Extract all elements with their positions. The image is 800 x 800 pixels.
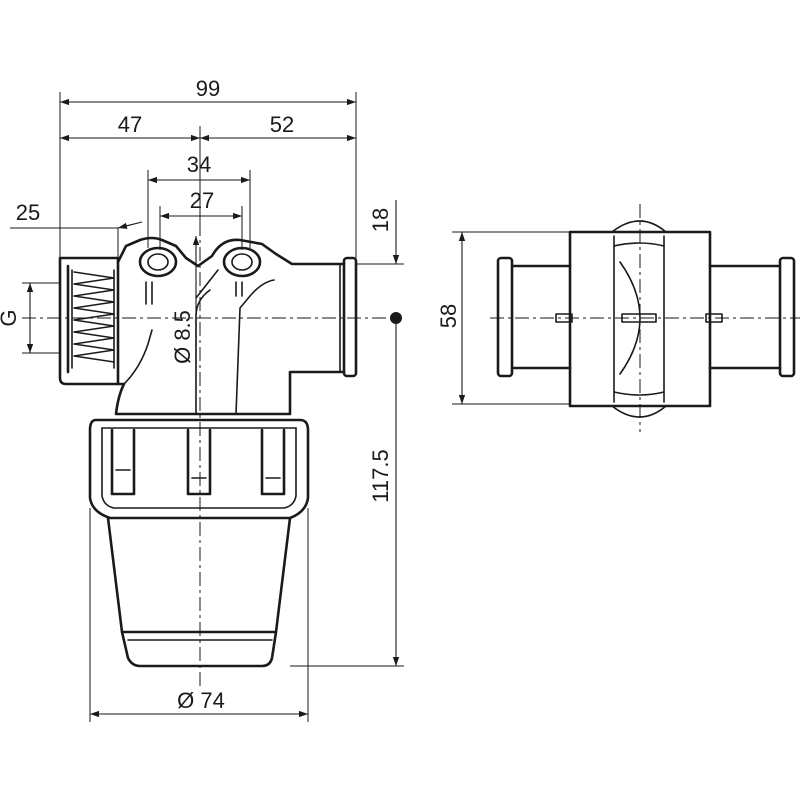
side-view xyxy=(452,204,800,432)
dim-left-width: 47 xyxy=(118,112,142,137)
dim-right-width: 52 xyxy=(270,112,294,137)
dim-overall-width: 99 xyxy=(196,76,220,101)
outlet-center-dot xyxy=(390,312,402,324)
dimensions: 99 47 52 34 27 25 G Ø 8.5 18 117.5 Ø 74 xyxy=(0,76,466,722)
dim-inner-spacing: 27 xyxy=(190,188,214,213)
dim-outer-spacing: 34 xyxy=(187,152,211,177)
dim-total-height: 117.5 xyxy=(368,449,393,502)
dim-side-height: 58 xyxy=(436,304,461,328)
bowl-ring xyxy=(88,418,310,520)
dim-port-offset: 25 xyxy=(16,200,40,225)
dim-top-height: 18 xyxy=(368,208,393,232)
filter-head-body xyxy=(114,236,358,416)
inlet-port xyxy=(22,256,120,386)
dim-body-diameter: Ø 74 xyxy=(177,688,225,713)
filter-bowl xyxy=(106,516,292,668)
dim-thread: G xyxy=(0,309,21,326)
dim-port-diameter: Ø 8.5 xyxy=(170,310,195,364)
front-view xyxy=(22,222,402,690)
